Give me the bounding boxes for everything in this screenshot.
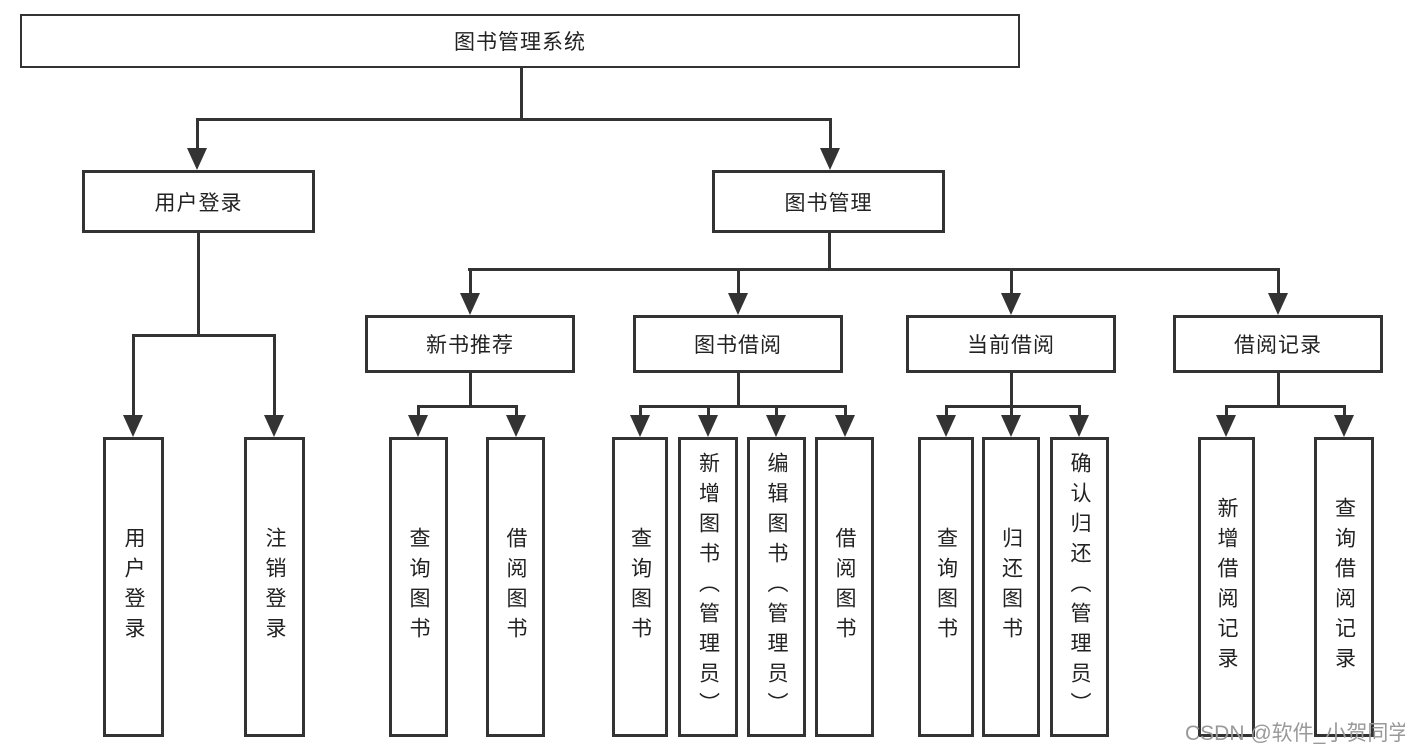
arrow-down-icon	[1001, 406, 1021, 437]
connector-line	[1225, 405, 1346, 408]
node-current-borrowing: 当前借阅	[906, 315, 1116, 373]
connector-line	[417, 405, 518, 408]
connector-line	[520, 68, 523, 120]
arrow-down-icon	[506, 406, 526, 437]
node-leaf-borrow-books: 借阅图书	[815, 437, 874, 737]
node-leaf-logout: 注销登录	[244, 437, 305, 737]
connector-line	[1010, 373, 1013, 408]
arrow-down-icon	[728, 270, 748, 315]
connector-line	[639, 405, 847, 408]
node-leaf-query-books-current: 查询图书	[918, 437, 974, 737]
arrow-down-icon	[1334, 406, 1354, 437]
node-book-management: 图书管理	[712, 170, 945, 233]
node-leaf-user-login: 用户登录	[103, 437, 164, 737]
arrow-down-icon	[264, 336, 284, 437]
node-leaf-query-books-borrowing: 查询图书	[612, 437, 668, 737]
arrow-down-icon	[936, 406, 956, 437]
arrow-down-icon	[1268, 270, 1288, 315]
arrow-down-icon	[820, 120, 840, 170]
arrow-down-icon	[460, 270, 480, 315]
connector-line	[196, 118, 832, 121]
node-new-book-recommendation: 新书推荐	[365, 315, 575, 373]
arrow-down-icon	[835, 406, 855, 437]
node-leaf-return-books: 归还图书	[982, 437, 1040, 737]
node-leaf-add-books-admin: 新增图书（管理员）	[678, 437, 738, 737]
connector-line	[132, 334, 276, 337]
arrow-down-icon	[1069, 406, 1089, 437]
node-leaf-edit-books-admin: 编辑图书（管理员）	[747, 437, 806, 737]
node-library-management-system: 图书管理系统	[20, 14, 1020, 68]
node-book-borrowing: 图书借阅	[633, 315, 843, 373]
connector-line	[469, 373, 472, 408]
node-borrowing-records: 借阅记录	[1173, 315, 1383, 373]
arrow-down-icon	[123, 336, 143, 437]
arrow-down-icon	[408, 406, 428, 437]
connector-line	[737, 373, 740, 408]
connector-line	[1277, 373, 1280, 408]
connector-line	[828, 233, 831, 271]
node-leaf-confirm-return-admin: 确认归还（管理员）	[1050, 437, 1109, 737]
node-leaf-query-books-recommend: 查询图书	[389, 437, 448, 737]
connector-line	[945, 405, 1081, 408]
arrow-down-icon	[1216, 406, 1236, 437]
node-user-login: 用户登录	[82, 170, 315, 233]
connector-line	[197, 233, 200, 337]
csdn-watermark: CSDN @软件_小贺同学	[1185, 722, 1405, 745]
arrow-down-icon	[1001, 270, 1021, 315]
connector-line	[468, 268, 1280, 271]
node-leaf-query-borrow-record: 查询借阅记录	[1314, 437, 1374, 737]
arrow-down-icon	[698, 406, 718, 437]
node-leaf-add-borrow-record: 新增借阅记录	[1198, 437, 1255, 737]
arrow-down-icon	[766, 406, 786, 437]
arrow-down-icon	[630, 406, 650, 437]
arrow-down-icon	[187, 120, 207, 170]
node-leaf-borrow-books-recommend: 借阅图书	[486, 437, 545, 737]
